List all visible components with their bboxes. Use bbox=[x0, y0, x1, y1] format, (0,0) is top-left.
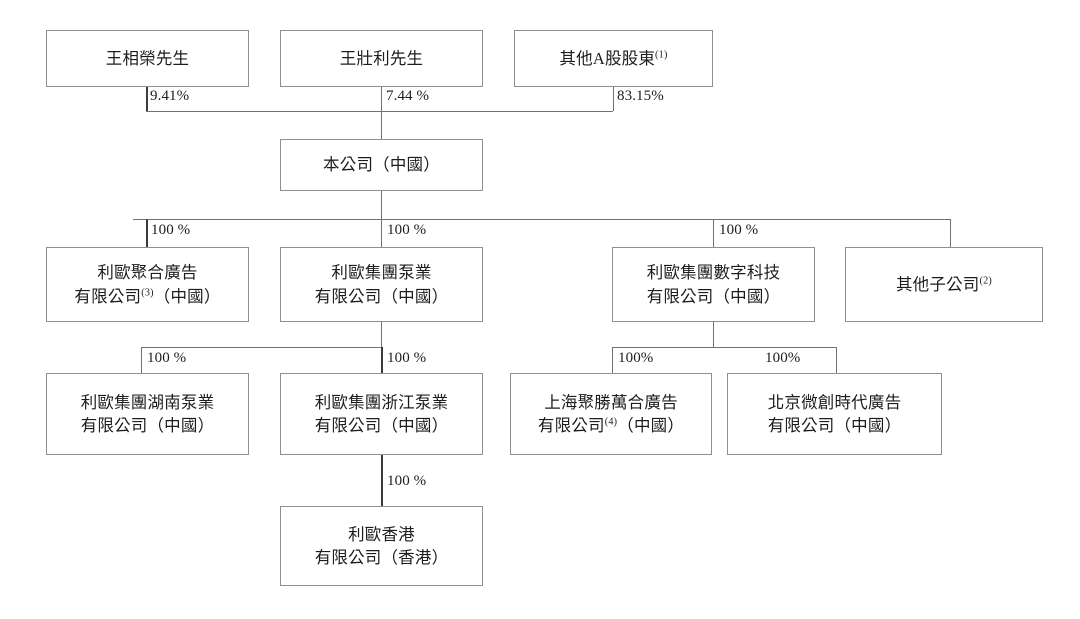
footnote-marker: (4) bbox=[604, 416, 618, 428]
edge-label-100-zhejiang: 100 % bbox=[387, 350, 427, 366]
node-label: 利歐聚合廣告有限公司(3)（中國） bbox=[68, 261, 226, 308]
node-label: 本公司（中國） bbox=[323, 155, 440, 175]
node-label-line2b: （中國） bbox=[617, 416, 685, 435]
node-label: 北京微創時代廣告有限公司（中國） bbox=[762, 391, 908, 438]
edge-line-sub-other-drop bbox=[950, 219, 951, 247]
edge-label-100-hk: 100 % bbox=[387, 473, 427, 489]
edge-bus-pump-children bbox=[141, 347, 382, 348]
node-label-line1: 利歐香港 bbox=[348, 524, 415, 544]
node-shareholder-other-a-shares[interactable]: 其他A股股東(1) bbox=[514, 30, 713, 87]
footnote-marker: (2) bbox=[979, 275, 992, 287]
edge-bus-level3-left-stub bbox=[133, 219, 134, 220]
edge-line-9-41-drop bbox=[146, 87, 148, 111]
edge-line-83-15-drop bbox=[613, 87, 614, 111]
node-label-line2: 有限公司（中國） bbox=[767, 416, 902, 435]
node-label: 其他A股股東(1) bbox=[553, 47, 673, 70]
edge-label-100-sub-ad: 100 % bbox=[151, 222, 191, 238]
edge-label-100-hunan: 100 % bbox=[147, 350, 187, 366]
edge-bus-shareholders bbox=[146, 111, 613, 112]
edge-line-7-44-drop bbox=[381, 87, 382, 111]
node-subsidiary-beijing[interactable]: 北京微創時代廣告有限公司（中國） bbox=[727, 373, 942, 455]
node-label-line1: 利歐聚合廣告 bbox=[97, 263, 198, 283]
edge-line-zhejiang-drop bbox=[381, 347, 383, 373]
node-label-text: 其他子公司 bbox=[895, 274, 980, 294]
node-label-line2: 有限公司（中國） bbox=[646, 286, 781, 306]
node-label: 王壯利先生 bbox=[339, 48, 424, 68]
node-label-line2: 有限公司（香港） bbox=[314, 548, 449, 567]
node-subsidiary-zhejiang[interactable]: 利歐集團浙江泵業有限公司（中國） bbox=[280, 373, 483, 455]
edge-label-83-15: 83.15% bbox=[617, 88, 664, 104]
node-subsidiary-ad[interactable]: 利歐聚合廣告有限公司(3)（中國） bbox=[46, 247, 249, 322]
node-subsidiary-other[interactable]: 其他子公司(2) bbox=[845, 247, 1043, 322]
edge-label-100-sub-pump: 100 % bbox=[387, 222, 427, 238]
node-label: 利歐香港有限公司（香港） bbox=[309, 523, 455, 570]
node-label: 利歐集團湖南泵業有限公司（中國） bbox=[75, 391, 221, 438]
node-label: 利歐集團數字科技有限公司（中國） bbox=[641, 261, 787, 308]
node-label-line1: 上海聚勝萬合廣告 bbox=[544, 392, 678, 412]
edge-line-sub-ad-drop bbox=[146, 219, 148, 247]
footnote-marker: (1) bbox=[655, 49, 668, 61]
node-subsidiary-pump[interactable]: 利歐集團泵業有限公司（中國） bbox=[280, 247, 483, 322]
edge-bus-level3 bbox=[133, 219, 950, 220]
node-label-line2: 有限公司（中國） bbox=[314, 416, 449, 435]
edge-label-100-beijing: 100% bbox=[765, 350, 801, 366]
node-label-line1: 利歐集團浙江泵業 bbox=[314, 392, 449, 412]
node-subsidiary-hunan[interactable]: 利歐集團湖南泵業有限公司（中國） bbox=[46, 373, 249, 455]
node-label: 其他子公司(2) bbox=[890, 273, 998, 296]
edge-label-9-41: 9.41% bbox=[150, 88, 190, 104]
node-subsidiary-shanghai[interactable]: 上海聚勝萬合廣告有限公司(4)（中國） bbox=[510, 373, 712, 455]
node-subsidiary-hongkong[interactable]: 利歐香港有限公司（香港） bbox=[280, 506, 483, 586]
edge-line-beijing-drop bbox=[836, 347, 837, 373]
edge-line-shanghai-drop bbox=[612, 347, 613, 373]
node-label-text: 其他A股股東 bbox=[559, 48, 656, 68]
node-label-line2: 有限公司（中國） bbox=[314, 286, 449, 306]
node-label-line1: 利歐集團泵業 bbox=[331, 263, 432, 283]
edge-line-sub-pump-drop bbox=[381, 219, 382, 247]
node-label-line2: 有限公司（中國） bbox=[80, 416, 215, 435]
node-shareholder-wang-zhuangli[interactable]: 王壯利先生 bbox=[280, 30, 483, 87]
edge-line-hk-drop bbox=[381, 455, 383, 506]
footnote-marker: (3) bbox=[141, 287, 154, 298]
node-label-line2: 有限公司 bbox=[74, 286, 142, 306]
edge-line-company-feed bbox=[381, 111, 382, 139]
node-subsidiary-digital[interactable]: 利歐集團數字科技有限公司（中國） bbox=[612, 247, 815, 322]
edge-line-digital-down bbox=[713, 322, 714, 347]
edge-bus-digital-children bbox=[612, 347, 836, 348]
node-label: 王相榮先生 bbox=[105, 48, 190, 68]
node-label: 利歐集團浙江泵業有限公司（中國） bbox=[309, 391, 455, 438]
edge-label-7-44: 7.44 % bbox=[386, 88, 430, 104]
node-label-line2: 有限公司 bbox=[537, 416, 605, 435]
node-label-line1: 利歐集團湖南泵業 bbox=[80, 392, 215, 412]
edge-line-sub-digital-drop bbox=[713, 219, 714, 247]
node-label-line1: 利歐集團數字科技 bbox=[646, 263, 781, 283]
node-shareholder-wang-xiangrong[interactable]: 王相榮先生 bbox=[46, 30, 249, 87]
node-label-line2b: （中國） bbox=[153, 286, 221, 306]
node-label: 利歐集團泵業有限公司（中國） bbox=[309, 261, 455, 308]
edge-line-company-down bbox=[381, 191, 382, 219]
edge-label-100-shanghai: 100% bbox=[618, 350, 654, 366]
edge-label-100-sub-digital: 100 % bbox=[719, 222, 759, 238]
edge-line-pump-down bbox=[381, 322, 382, 347]
node-label-line1: 北京微創時代廣告 bbox=[767, 392, 902, 412]
edge-line-hunan-drop bbox=[141, 347, 142, 373]
node-label: 上海聚勝萬合廣告有限公司(4)（中國） bbox=[532, 391, 690, 438]
node-company[interactable]: 本公司（中國） bbox=[280, 139, 483, 191]
